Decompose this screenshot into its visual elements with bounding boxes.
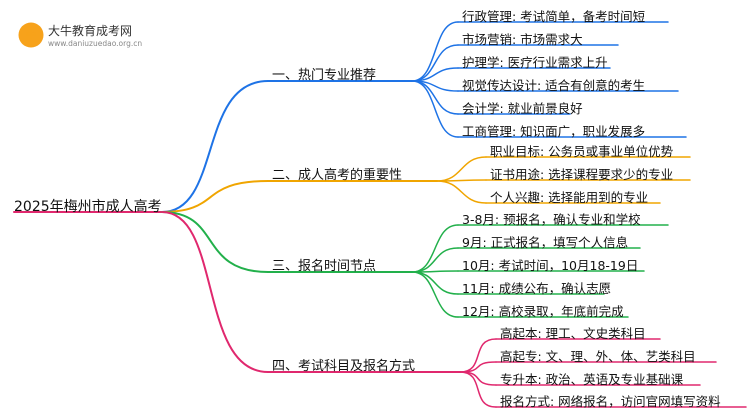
book-logo-icon [18,22,44,48]
leaf-item: 高起本: 理工、文史类科目 [500,326,646,341]
leaf-connector [436,180,487,204]
leaf-connector [459,361,497,373]
leaf-item: 会计学: 就业前景良好 [462,101,583,116]
leaf-item: 工商管理: 知识面广，职业发展多 [462,124,646,139]
leaf-connector [459,371,497,386]
leaf-item: 3-8月: 预报名，确认专业和学校 [462,212,641,227]
leaf-connector [436,156,487,182]
leaf-item: 视觉传达设计: 适合有创意的考生 [462,78,646,93]
branch-connector [161,211,269,373]
leaf-connector [411,271,459,295]
logo-title: 大牛教育成考网 [48,24,133,38]
leaf-item: 个人兴趣: 选择能用到的专业 [490,190,649,205]
leaf-connector [411,80,459,138]
leaf-connector [411,21,459,82]
site-logo: 大牛教育成考网 www.daniuzuedao.org.cn [18,18,228,54]
leaf-item: 12月: 高校录取，年底前完成 [462,304,624,319]
branch-hot-majors: 一、热门专业推荐 [272,68,377,83]
leaf-item: 专升本: 政治、英语及专业基础课 [500,372,684,387]
root-node: 2025年梅州市成人高考 [14,199,162,215]
leaf-item: 证书用途: 选择课程要求少的专业 [490,167,674,182]
leaf-item: 10月: 考试时间，10月18-19日 [462,258,639,273]
leaf-item: 护理学: 医疗行业需求上升 [462,55,608,70]
branch-timeline: 三、报名时间节点 [272,259,377,274]
leaf-item: 市场营销: 市场需求大 [462,32,583,47]
branch-importance: 二、成人高考的重要性 [272,168,403,183]
leaf-item: 职业目标: 公务员或事业单位优势 [490,144,674,159]
leaf-item: 报名方式: 网络报名，访问官网填写资料 [500,394,721,409]
leaf-item: 高起专: 文、理、外、体、艺类科目 [500,349,696,364]
logo-url: www.daniuzuedao.org.cn [48,39,143,48]
leaf-connector [411,247,459,273]
branch-connector [161,180,269,213]
leaf-item: 11月: 成绩公布，确认志愿 [462,281,612,296]
leaf-connector [411,271,459,318]
branch-connector [161,80,269,213]
leaf-item: 9月: 正式报名，填写个人信息 [462,235,629,250]
branch-exam-subjects: 四、考试科目及报名方式 [272,359,416,374]
leaf-connector [459,371,497,408]
branch-connector [161,211,269,273]
leaf-item: 行政管理: 考试简单，备考时间短 [462,9,646,24]
